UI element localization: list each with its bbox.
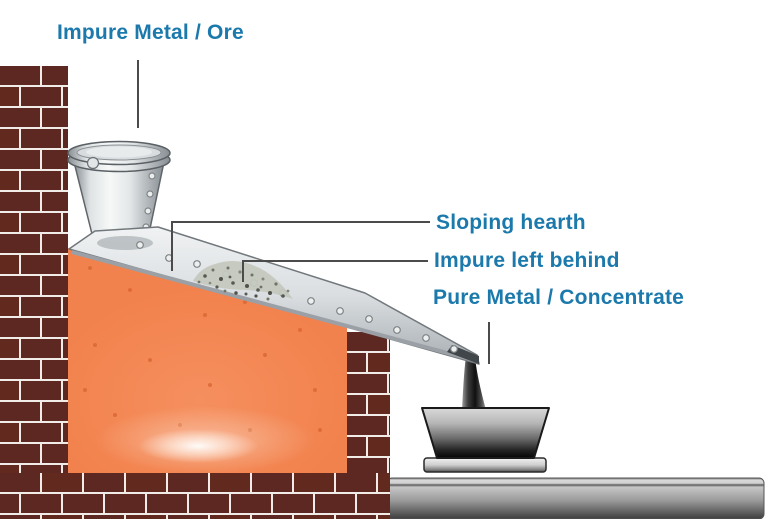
brick-wall-bottom xyxy=(0,473,390,519)
leader-impure-left-behind xyxy=(242,260,428,282)
molten-stream xyxy=(462,355,486,410)
label-impure-left-behind: Impure left behind xyxy=(434,249,620,272)
hearth-front-edge xyxy=(71,250,478,363)
label-pure-metal-concentrate: Pure Metal / Concentrate xyxy=(433,286,685,309)
label-sloping-hearth: Sloping hearth xyxy=(436,211,586,234)
residue-speckles xyxy=(197,266,290,301)
leader-sloping-hearth xyxy=(171,221,430,271)
feed-funnel xyxy=(67,140,171,243)
funnel-rim-lug xyxy=(86,156,100,170)
fire-speckles xyxy=(83,266,322,432)
brick-pillar-right xyxy=(347,332,390,473)
floor xyxy=(386,477,765,519)
label-impure-metal-ore: Impure Metal / Ore xyxy=(57,21,244,44)
leader-lines xyxy=(137,60,490,364)
brick-wall-left xyxy=(0,66,68,473)
funnel-outlet-shadow xyxy=(97,236,153,250)
fire-chamber xyxy=(50,248,350,510)
hot-spot xyxy=(138,429,258,463)
pot-body xyxy=(421,407,550,459)
collection-pot xyxy=(421,407,550,473)
pot-base xyxy=(423,457,547,473)
funnel-opening-inner xyxy=(86,146,152,158)
furnace-brickwork xyxy=(0,66,390,519)
